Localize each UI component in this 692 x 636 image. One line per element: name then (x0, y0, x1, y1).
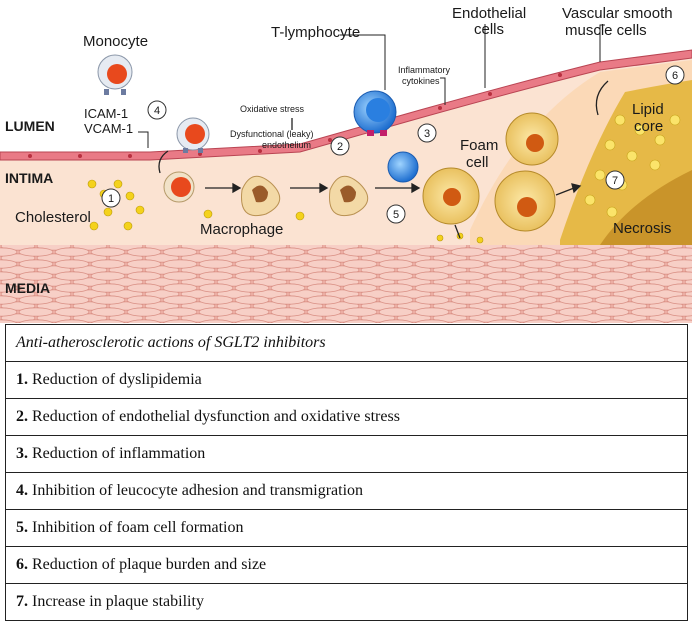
oxidative-stress-label: Oxidative stress (240, 104, 305, 114)
sglt2-actions-table: Anti-atherosclerotic actions of SGLT2 in… (5, 324, 688, 621)
svg-text:1: 1 (108, 193, 114, 205)
transmigrated-t-cell (387, 151, 419, 183)
inflammatory-label-line2: cytokines (402, 76, 440, 86)
step-marker-4: 4 (147, 100, 167, 120)
table-row: 7. Increase in plaque stability (5, 583, 688, 621)
row-text: Reduction of plaque burden and size (28, 556, 267, 573)
table-header-row: Anti-atherosclerotic actions of SGLT2 in… (5, 324, 688, 362)
dysfunctional-label-line2: endothelium (262, 140, 311, 150)
lipid-core-label-line2: core (634, 118, 663, 135)
monocyte-cell (97, 54, 133, 95)
table-row: 5. Inhibition of foam cell formation (5, 509, 688, 547)
endothelial-label-line2: cells (474, 21, 504, 38)
foam-cell-label-line1: Foam (460, 137, 498, 154)
intimal-monocyte (163, 171, 195, 203)
lipid-core-label-line1: Lipid (632, 101, 664, 118)
svg-text:7: 7 (612, 175, 618, 187)
intima-label: INTIMA (5, 170, 53, 186)
necrosis-label: Necrosis (613, 220, 671, 237)
step-marker-2: 2 (330, 136, 350, 156)
row-text: Inhibition of foam cell formation (28, 519, 244, 536)
row-number: 2. (16, 408, 28, 425)
row-text: Inhibition of leucocyte adhesion and tra… (28, 482, 364, 499)
step-marker-5: 5 (386, 204, 406, 224)
row-number: 3. (16, 445, 28, 462)
row-text: Reduction of dyslipidemia (28, 371, 202, 388)
icam-label: ICAM-1 (84, 106, 128, 121)
row-number: 6. (16, 556, 28, 573)
step-marker-1: 1 (101, 188, 121, 208)
lumen-label: LUMEN (5, 118, 55, 134)
leader-lines (138, 24, 605, 148)
svg-text:4: 4 (154, 105, 160, 117)
inflammatory-label-line1: Inflammatory (398, 65, 451, 75)
vsmc-label-line1: Vascular smooth (562, 5, 673, 22)
step-marker-6: 6 (665, 65, 685, 85)
media-layer (0, 245, 692, 323)
media-label: MEDIA (5, 280, 50, 296)
row-number: 7. (16, 593, 28, 610)
t-lymphocyte-cell (353, 90, 397, 136)
foam-cell-3 (505, 112, 559, 166)
row-number: 5. (16, 519, 28, 536)
monocyte-label: Monocyte (83, 33, 148, 50)
vsmc-label-line2: muscle cells (565, 22, 647, 39)
table-row: 1. Reduction of dyslipidemia (5, 361, 688, 399)
pathway-arrows (158, 80, 609, 239)
endothelial-label-line1: Endothelial (452, 5, 526, 22)
atherosclerosis-diagram: LUMEN INTIMA MEDIA Monocyte T-lymphocyte… (0, 5, 692, 323)
table-row: 4. Inhibition of leucocyte adhesion and … (5, 472, 688, 510)
dysfunctional-label-line1: Dysfunctional (leaky) (230, 129, 314, 139)
endothelial-nuclei (28, 73, 562, 158)
svg-text:5: 5 (393, 209, 399, 221)
row-text: Increase in plaque stability (28, 593, 204, 610)
row-number: 1. (16, 371, 28, 388)
table-row: 6. Reduction of plaque burden and size (5, 546, 688, 584)
vcam-label: VCAM-1 (84, 121, 133, 136)
adhering-monocyte (176, 117, 210, 153)
table-header: Anti-atherosclerotic actions of SGLT2 in… (5, 324, 688, 362)
macrophage-label: Macrophage (200, 221, 283, 238)
row-text: Reduction of endothelial dysfunction and… (28, 408, 400, 425)
table-row: 3. Reduction of inflammation (5, 435, 688, 473)
svg-text:3: 3 (424, 128, 430, 140)
cholesterol-label: Cholesterol (15, 209, 91, 226)
row-text: Reduction of inflammation (28, 445, 206, 462)
foam-cell-label-line2: cell (466, 154, 489, 171)
t-lymphocyte-label: T-lymphocyte (271, 24, 360, 41)
foam-cell-2 (494, 170, 556, 232)
foam-cell-1 (422, 167, 480, 225)
macrophage-cell-1 (241, 175, 281, 216)
macrophage-cell-2 (329, 175, 369, 216)
row-number: 4. (16, 482, 28, 499)
svg-text:6: 6 (672, 70, 678, 82)
step-marker-3: 3 (417, 123, 437, 143)
table-row: 2. Reduction of endothelial dysfunction … (5, 398, 688, 436)
step-marker-7: 7 (605, 170, 625, 190)
necrotic-zone (600, 170, 692, 245)
svg-text:2: 2 (337, 141, 343, 153)
lipid-core-droplets (584, 114, 681, 218)
